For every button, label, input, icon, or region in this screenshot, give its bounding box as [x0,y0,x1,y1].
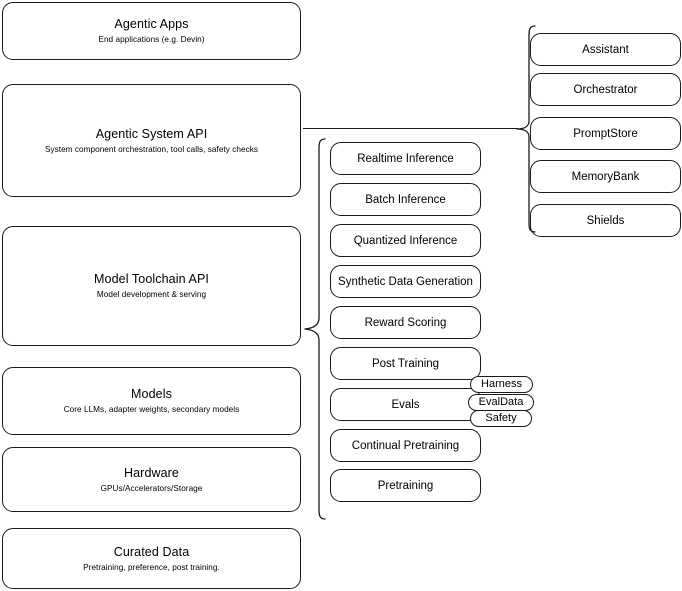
layer-subtitle: Model development & serving [96,290,207,299]
toolchain-label: Reward Scoring [364,316,447,329]
toolchain-label: Post Training [371,357,440,370]
toolchain-box-batch-inference[interactable]: Batch Inference [330,183,481,216]
layer-subtitle: Core LLMs, adapter weights, secondary mo… [63,405,240,414]
toolchain-label: Realtime Inference [357,152,454,165]
toolchain-box-quantized-inference[interactable]: Quantized Inference [330,224,481,257]
layer-title: Agentic Apps [114,17,189,31]
layer-box-agentic-system-api[interactable]: Agentic System API System component orch… [2,84,301,197]
system-component-label: MemoryBank [571,170,640,183]
system-component-box-promptstore[interactable]: PromptStore [530,117,681,150]
eval-tag-safety[interactable]: Safety [470,410,532,427]
layer-title: Model Toolchain API [94,272,209,286]
layer-subtitle: Pretraining, preference, post training. [83,562,220,572]
eval-tag-harness[interactable]: Harness [470,376,533,393]
system-component-label: Shields [586,214,625,227]
layer-box-model-toolchain-api[interactable]: Model Toolchain API Model development & … [2,226,301,346]
brace-model-toolchain [304,138,326,520]
toolchain-box-continual-pretraining[interactable]: Continual Pretraining [330,429,481,462]
layer-box-models[interactable]: Models Core LLMs, adapter weights, secon… [2,367,301,435]
layer-box-agentic-apps[interactable]: Agentic Apps End applications (e.g. Devi… [2,2,301,60]
eval-tag-label: Harness [481,378,522,390]
toolchain-box-realtime-inference[interactable]: Realtime Inference [330,142,481,175]
toolchain-label: Synthetic Data Generation [338,275,473,288]
layer-subtitle: System component orchestration, tool cal… [44,144,259,154]
system-component-box-orchestrator[interactable]: Orchestrator [530,73,681,106]
system-component-box-memorybank[interactable]: MemoryBank [530,160,681,193]
system-component-label: Orchestrator [573,83,638,96]
system-component-box-assistant[interactable]: Assistant [530,33,681,66]
toolchain-box-evals[interactable]: Evals [330,388,481,421]
layer-box-hardware[interactable]: Hardware GPUs/Accelerators/Storage [2,447,301,512]
layer-box-curated-data[interactable]: Curated Data Pretraining, preference, po… [2,528,301,589]
toolchain-label: Continual Pretraining [351,439,460,452]
system-component-box-shields[interactable]: Shields [530,204,681,237]
layer-subtitle: End applications (e.g. Devin) [98,35,205,44]
layer-title: Agentic System API [95,126,208,141]
layer-title: Hardware [124,465,179,480]
system-component-label: PromptStore [573,127,638,140]
toolchain-box-pretraining[interactable]: Pretraining [330,469,481,502]
layer-subtitle: GPUs/Accelerators/Storage [100,483,203,493]
eval-tag-label: EvalData [478,396,524,408]
connector-line-system-api-to-components [303,128,518,129]
toolchain-box-post-training[interactable]: Post Training [330,347,481,380]
toolchain-label: Evals [391,398,420,411]
layer-title: Curated Data [113,544,190,559]
eval-tag-evaldata[interactable]: EvalData [468,394,534,411]
system-component-label: Assistant [582,43,629,56]
toolchain-box-synthetic-data-generation[interactable]: Synthetic Data Generation [330,265,481,298]
layer-title: Models [131,387,172,401]
toolchain-label: Batch Inference [365,193,446,206]
toolchain-box-reward-scoring[interactable]: Reward Scoring [330,306,481,339]
toolchain-label: Quantized Inference [353,234,458,247]
toolchain-label: Pretraining [377,479,434,492]
eval-tag-label: Safety [485,412,517,424]
brace-agentic-system-components [516,25,536,233]
